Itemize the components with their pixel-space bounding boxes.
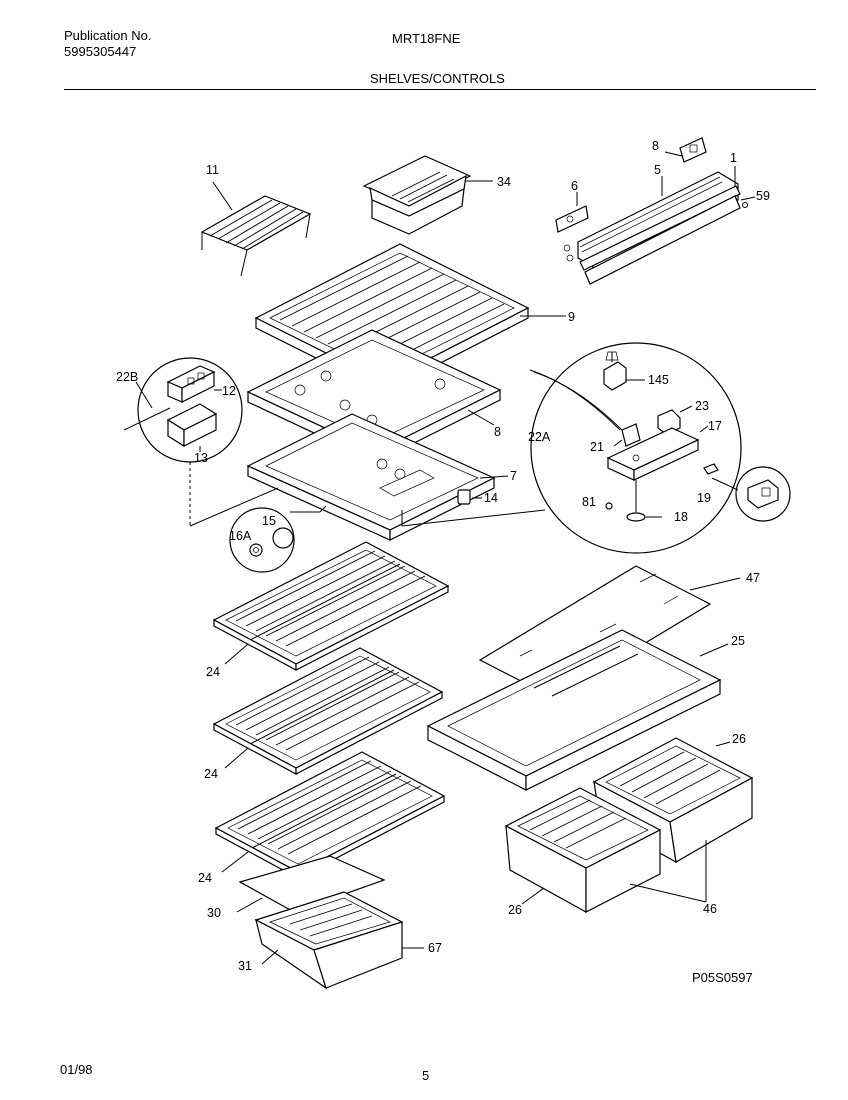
damper-detail-callout [123, 357, 279, 527]
label-part-26-right: 26 [732, 732, 746, 746]
pan-cover-part [236, 855, 386, 913]
label-part-25: 25 [731, 634, 745, 648]
section-title: SHELVES/CONTROLS [370, 71, 505, 86]
label-part-6: 6 [571, 179, 578, 193]
label-part-8-mid: 8 [494, 425, 501, 439]
label-part-23: 23 [695, 399, 709, 413]
ice-tray-part [362, 155, 493, 235]
label-part-81: 81 [582, 495, 596, 509]
label-part-24-upper: 24 [206, 665, 220, 679]
footer-page-number: 5 [422, 1068, 430, 1083]
label-part-5: 5 [654, 163, 661, 177]
label-part-31: 31 [238, 959, 252, 973]
label-part-67: 67 [428, 941, 442, 955]
footer-date: 01/98 [60, 1062, 93, 1077]
wire-rack-part [200, 181, 312, 277]
label-part-46: 46 [703, 902, 717, 916]
label-part-17: 17 [708, 419, 722, 433]
switch-detail-callout [711, 466, 791, 522]
control-assembly-detail [401, 342, 742, 554]
crisper-drawer-left [504, 787, 707, 914]
publication-number: 5995305447 [64, 44, 137, 59]
label-part-1: 1 [730, 151, 737, 165]
diagram-code: P05S0597 [692, 970, 753, 985]
label-part-14: 14 [484, 491, 498, 505]
control-trim-part [555, 137, 756, 285]
label-part-22a: 22A [528, 430, 551, 444]
label-part-15: 15 [262, 514, 276, 528]
label-part-47: 47 [746, 571, 760, 585]
label-part-34: 34 [497, 175, 511, 189]
label-part-8-top: 8 [652, 139, 659, 153]
header-rule [64, 89, 816, 90]
shelf-frame-part [426, 629, 729, 791]
label-part-11: 11 [206, 163, 219, 177]
label-part-24-lower: 24 [198, 871, 212, 885]
meat-pan-part [254, 891, 424, 990]
label-part-9: 9 [568, 310, 575, 324]
label-part-13: 13 [194, 451, 208, 465]
label-part-7: 7 [510, 469, 517, 483]
light-socket-detail [229, 505, 327, 573]
label-part-21: 21 [590, 440, 604, 454]
wire-shelf-upper [212, 541, 450, 672]
label-part-59: 59 [756, 189, 770, 203]
label-part-24-middle: 24 [204, 767, 218, 781]
publication-label: Publication No. [64, 28, 152, 43]
label-part-12: 12 [222, 384, 236, 398]
label-part-26-left: 26 [508, 903, 522, 917]
label-part-16a: 16A [229, 529, 252, 543]
knob-part [457, 489, 482, 505]
label-part-145: 145 [648, 373, 669, 387]
model-number: MRT18FNE [392, 31, 461, 46]
label-part-19: 19 [697, 491, 711, 505]
label-part-22b: 22B [116, 370, 138, 384]
label-part-18: 18 [674, 510, 688, 524]
label-part-30: 30 [207, 906, 221, 920]
wire-shelf-middle [212, 647, 444, 776]
